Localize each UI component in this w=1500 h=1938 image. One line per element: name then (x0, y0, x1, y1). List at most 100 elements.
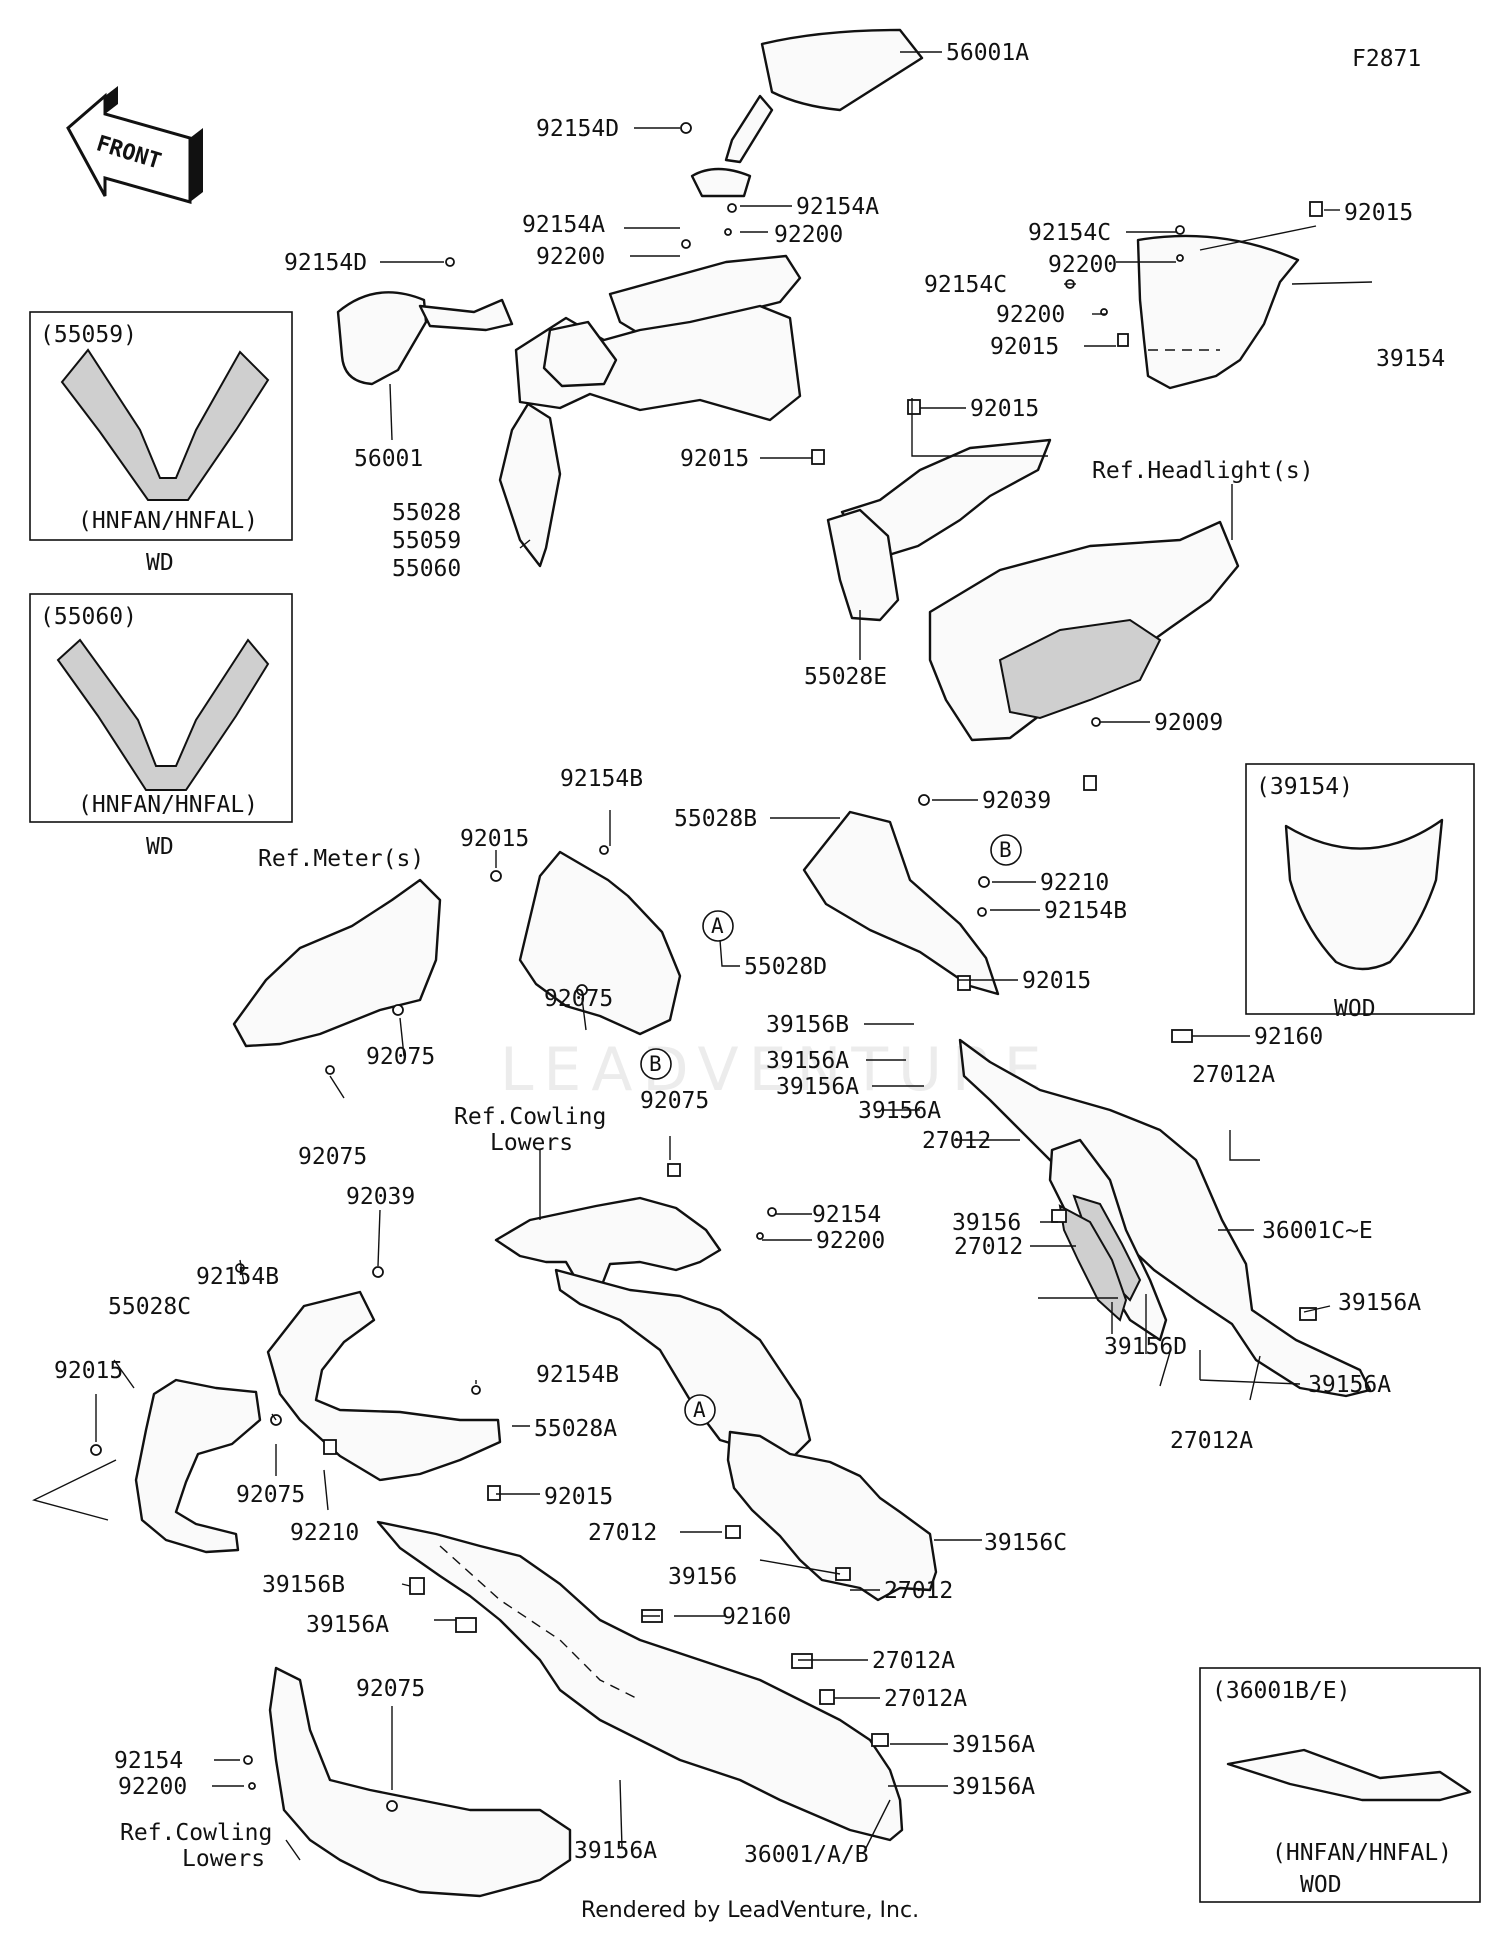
callout-92075: 92075 (356, 1676, 425, 1702)
inset-36001BE: (36001B/E) (HNFAN/HNFAL) WOD (1199, 1667, 1481, 1903)
callout-92015: 92015 (970, 396, 1039, 422)
callout-92015: 92015 (1022, 968, 1091, 994)
cover-55028B-shape (802, 810, 1000, 996)
callout-55028D: 55028D (744, 954, 827, 980)
callout-39154: 39154 (1376, 346, 1445, 372)
upper-cowl-shape (56, 638, 270, 791)
callout-39156: 39156 (668, 1564, 737, 1590)
cowling-lower-bottom-shape (268, 1666, 572, 1898)
inset-55059: (55059) (HNFAN/HNFAL) WD (29, 311, 293, 576)
callout-39156A: 39156A (952, 1774, 1035, 1800)
sticker-39156D-shape (1058, 1204, 1128, 1322)
callout-27012: 27012 (588, 1520, 657, 1546)
callout-39156A: 39156A (306, 1612, 389, 1638)
mirror-stem-shape (724, 94, 774, 164)
callout-92154C: 92154C (924, 272, 1007, 298)
windshield-shape (1136, 234, 1300, 390)
watermark-text: LEADVENTURE (500, 1035, 1052, 1105)
upper-cowl-shape (60, 348, 270, 501)
callout-92210: 92210 (1040, 870, 1109, 896)
callout-92015: 92015 (460, 826, 529, 852)
figure-code: F2871 (1352, 46, 1421, 72)
callout-92015: 92015 (1344, 200, 1413, 226)
inset-title: (55059) (40, 322, 137, 348)
callout-92210: 92210 (290, 1520, 359, 1546)
inset-variant: (HNFAN/HNFAL) (78, 792, 258, 818)
inset-variant: (HNFAN/HNFAL) (1272, 1840, 1452, 1866)
callout-92200: 92200 (996, 302, 1065, 328)
inset-55060: (55060) (HNFAN/HNFAL) WD (29, 593, 293, 860)
callout-39156A: 39156A (776, 1074, 859, 1100)
callout-39156A: 39156A (1338, 1290, 1421, 1316)
callout-36001C-E: 36001C~E (1262, 1218, 1373, 1244)
callout-92015: 92015 (990, 334, 1059, 360)
windshield-shape (1284, 818, 1444, 971)
lower-side-cowl-shape (376, 1520, 904, 1842)
inset-caption: WD (146, 834, 174, 860)
bracket-55028C-shape (134, 1378, 262, 1554)
callout-27012: 27012 (954, 1234, 1023, 1260)
callout-55028: 55028 (392, 500, 461, 526)
marker-B: B (649, 1052, 662, 1076)
callout-39156A: 39156A (952, 1732, 1035, 1758)
callout-92039: 92039 (982, 788, 1051, 814)
fasteners (90, 122, 1323, 1812)
callout-55028B: 55028B (674, 806, 757, 832)
callout-ref-cowling: Ref.Cowling (454, 1104, 606, 1130)
callout-92009: 92009 (1154, 710, 1223, 736)
callout-39156A: 39156A (1308, 1372, 1391, 1398)
callout-55028C: 55028C (108, 1294, 191, 1320)
callout-92200: 92200 (1048, 252, 1117, 278)
callout-92154A: 92154A (522, 212, 605, 238)
callout-92075: 92075 (298, 1144, 367, 1170)
inset-39154: (39154) WOD (1245, 763, 1475, 1022)
headlight-lens-shape (998, 618, 1162, 720)
callout-92039: 92039 (346, 1184, 415, 1210)
upper-cowl-side-shape (498, 402, 562, 568)
callout-ref-cowling: Ref.Cowling (120, 1820, 272, 1846)
callout-92015: 92015 (54, 1358, 123, 1384)
mirror-left-stem-shape (418, 298, 514, 332)
inset-caption: WOD (1300, 1872, 1342, 1898)
callout-39156: 39156 (952, 1210, 1021, 1236)
callout-92154B: 92154B (1044, 898, 1127, 924)
sticker-39156C-shape (726, 1430, 938, 1602)
callout-92154B: 92154B (196, 1264, 279, 1290)
inset-caption: WD (146, 550, 174, 576)
callout-92015: 92015 (680, 446, 749, 472)
callout-ref-headlight: Ref.Headlight(s) (1092, 458, 1314, 484)
callout-56001: 56001 (354, 446, 423, 472)
callout-56001A: 56001A (946, 40, 1029, 66)
callout-27012A: 27012A (884, 1686, 967, 1712)
inner-cover-shape (840, 438, 1052, 562)
callout-92160: 92160 (1254, 1024, 1323, 1050)
callout-92015: 92015 (544, 1484, 613, 1510)
mirror-right-shape (760, 28, 924, 112)
inset-title: (39154) (1256, 774, 1353, 800)
callout-92075: 92075 (640, 1088, 709, 1114)
callout-92160: 92160 (722, 1604, 791, 1630)
callout-92154C: 92154C (1028, 220, 1111, 246)
callout-39156B: 39156B (766, 1012, 849, 1038)
callout-92075: 92075 (236, 1482, 305, 1508)
callout-55028A: 55028A (534, 1416, 617, 1442)
side-cowl-upper-shape (958, 1038, 1372, 1398)
callout-39156A: 39156A (574, 1838, 657, 1864)
callout-ref-meter: Ref.Meter(s) (258, 846, 424, 872)
callout-39156B: 39156B (262, 1572, 345, 1598)
cowl-stay-shape (826, 508, 900, 622)
callout-92200: 92200 (774, 222, 843, 248)
bracket-55028D-shape (518, 850, 682, 1036)
callout-lowers: Lowers (182, 1846, 265, 1872)
meter-housing-shape (232, 878, 442, 1048)
callout-92154: 92154 (114, 1748, 183, 1774)
reference-markers: A B B A (640, 834, 1022, 1426)
callout-lowers: Lowers (490, 1130, 573, 1156)
callout-92075: 92075 (366, 1044, 435, 1070)
callout-92154: 92154 (812, 1202, 881, 1228)
inset-caption: WOD (1334, 996, 1376, 1022)
side-cowl-shape (1226, 1748, 1472, 1802)
mirror-base-shape (690, 167, 752, 198)
